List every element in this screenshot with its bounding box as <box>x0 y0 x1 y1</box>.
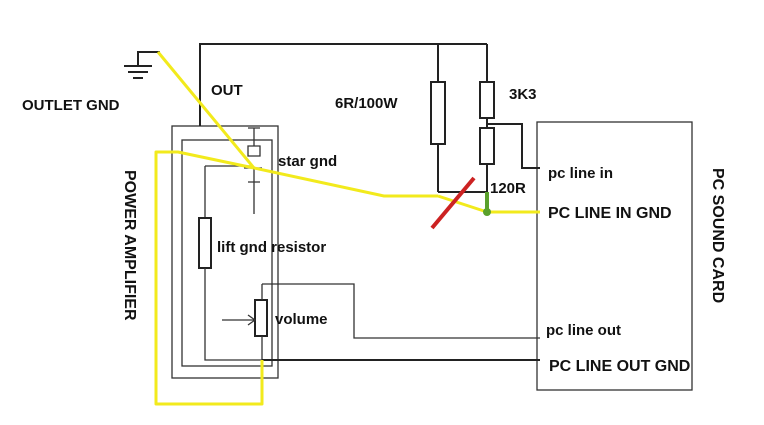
top-bus-wire <box>199 43 488 126</box>
volume-potentiometer <box>222 283 540 360</box>
lift-gnd-resistor <box>198 217 212 269</box>
pc-sound-card-label: PC SOUND CARD <box>709 168 726 303</box>
resistor-6r-label: 6R/100W <box>335 95 398 112</box>
lift-gnd-wire-bottom <box>204 268 262 361</box>
junction-dot-icon <box>483 192 491 216</box>
resistor-120r-label: 120R <box>490 180 526 197</box>
resistor-6r-100w <box>430 81 446 145</box>
cut-mark-icon <box>430 176 476 230</box>
outlet-gnd-label: OUTLET GND <box>22 97 120 114</box>
pc-line-in-label: pc line in <box>548 165 613 182</box>
resistor-3k3-label: 3K3 <box>509 86 537 103</box>
pc-line-out-gnd-label: PC LINE OUT GND <box>549 358 690 375</box>
power-amplifier-inner-box <box>181 139 273 367</box>
earth-ground-icon <box>124 51 160 79</box>
power-amplifier-label: POWER AMPLIFIER <box>121 170 138 321</box>
power-amplifier-box <box>171 125 279 379</box>
pc-line-out-label: pc line out <box>546 322 621 339</box>
lift-gnd-resistor-label: lift gnd resistor <box>217 239 326 256</box>
resistor-3k3 <box>479 81 495 119</box>
pc-sound-card-box <box>536 121 693 391</box>
resistor-120r <box>479 127 495 165</box>
resistor-divider-node <box>486 118 540 169</box>
volume-label: volume <box>275 311 328 328</box>
star-gnd-label: star gnd <box>278 153 337 170</box>
out-label: OUT <box>211 82 243 99</box>
pc-line-in-gnd-label: PC LINE IN GND <box>548 205 672 222</box>
